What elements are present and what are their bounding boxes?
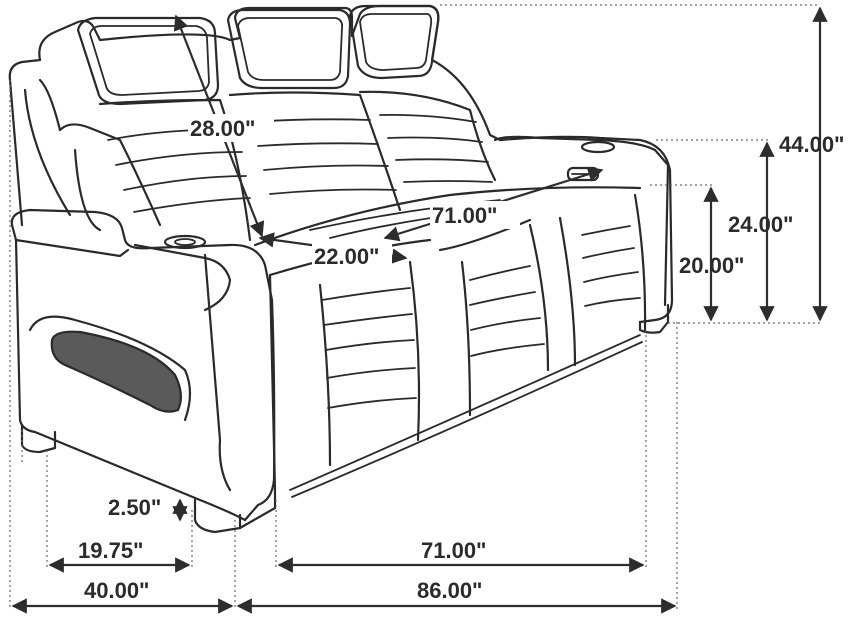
leg-height-label: 2.50" — [108, 495, 161, 520]
clearance-depth-label: 19.75" — [78, 538, 143, 563]
overall-height-label: 44.00" — [779, 132, 844, 157]
seat-height-label: 20.00" — [679, 253, 744, 278]
right-armrest — [493, 135, 670, 307]
base-width-label: 71.00" — [421, 538, 486, 563]
speaker-grille — [50, 330, 182, 413]
overall-width-label: 86.00" — [417, 578, 482, 603]
back-height-label: 28.00" — [190, 116, 255, 141]
overall-depth-label: 40.00" — [84, 578, 149, 603]
left-armrest — [10, 208, 276, 522]
headrest-left — [76, 16, 220, 106]
arm-height-label: 24.00" — [728, 212, 793, 237]
back-cushions — [23, 78, 497, 242]
headrest-right — [348, 4, 440, 80]
headrest-center — [226, 8, 352, 90]
sofa-legs — [20, 303, 670, 534]
seat-width-label: 71.00" — [432, 203, 497, 228]
seat-depth-label: 22.00" — [314, 244, 379, 269]
dimension-leaders — [9, 4, 822, 610]
seat-cushions — [253, 186, 647, 498]
